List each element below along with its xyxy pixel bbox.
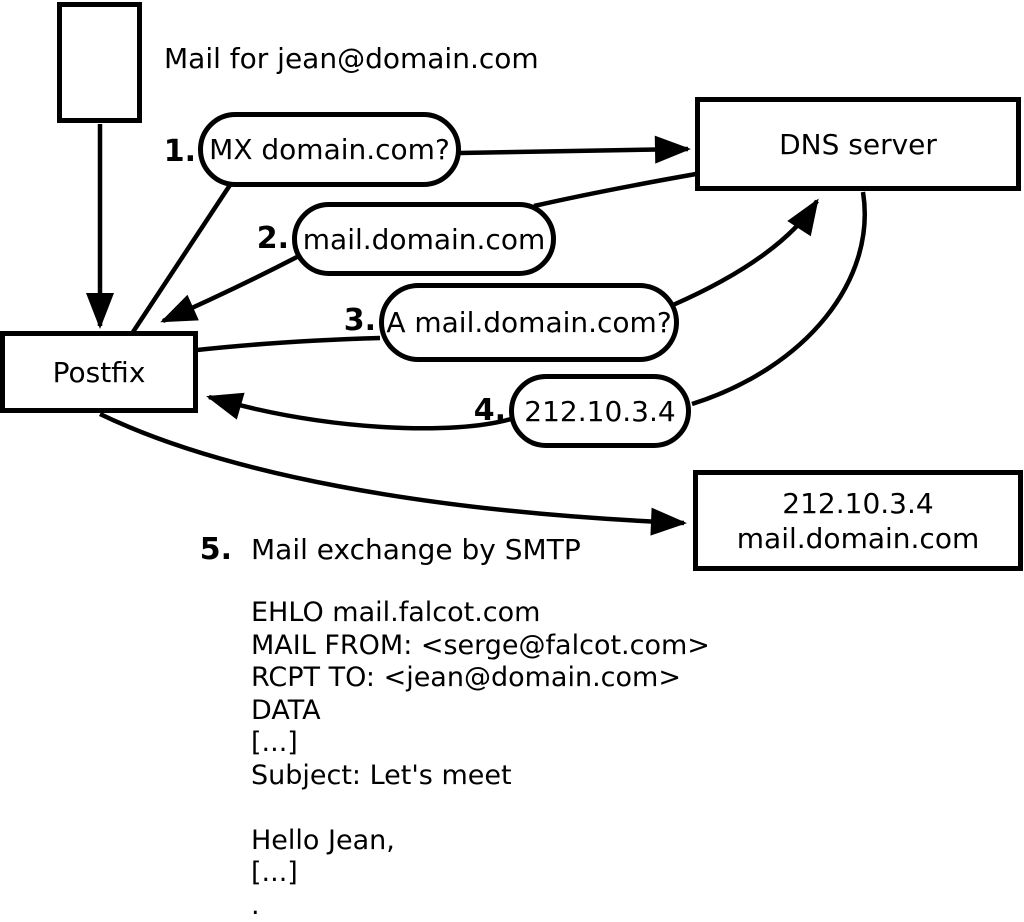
arrow-step3-to-dns — [672, 198, 819, 308]
line-postfix-to-step3 — [196, 335, 381, 353]
dns-server-label: DNS server — [779, 127, 937, 161]
step3-number: 3. — [343, 303, 376, 338]
mail-server-host: mail.domain.com — [736, 521, 980, 555]
step1-number: 1. — [163, 134, 196, 169]
step5-label: Mail exchange by SMTP — [251, 533, 581, 566]
step1-pill: MX domain.com? — [198, 112, 461, 187]
arrow-postfix-to-mailserver — [99, 411, 687, 536]
step4-pill: 212.10.3.4 — [509, 374, 691, 448]
line-dns-to-step2 — [533, 171, 697, 209]
step2-label: mail.domain.com — [302, 222, 546, 256]
mail-server-box: 212.10.3.4 mail.domain.com — [693, 470, 1023, 571]
arrow-step1-to-dns — [458, 135, 691, 164]
step1-label: MX domain.com? — [209, 133, 450, 166]
line-postfix-to-step1 — [131, 183, 232, 334]
mail-note-label: Mail for jean@domain.com — [164, 42, 539, 75]
smtp-session-text: EHLO mail.falcot.com MAIL FROM: <serge@f… — [251, 597, 710, 921]
step5-number: 5. — [199, 532, 232, 567]
step4-label: 212.10.3.4 — [524, 394, 676, 428]
step3-label: A mail.domain.com? — [386, 306, 672, 339]
arrow-step4-to-postfix — [206, 392, 512, 431]
postfix-label: Postfix — [52, 355, 146, 389]
step2-pill: mail.domain.com — [292, 202, 556, 276]
step2-number: 2. — [256, 221, 289, 256]
step3-pill: A mail.domain.com? — [379, 283, 679, 362]
dns-server-box: DNS server — [695, 97, 1021, 191]
mail-envelope — [57, 2, 142, 123]
line-dns-to-step4 — [691, 191, 867, 407]
step4-number: 4. — [473, 393, 506, 428]
arrow-step2-to-postfix — [160, 255, 299, 324]
mail-server-ip: 212.10.3.4 — [782, 486, 934, 520]
postfix-box: Postfix — [0, 331, 198, 413]
